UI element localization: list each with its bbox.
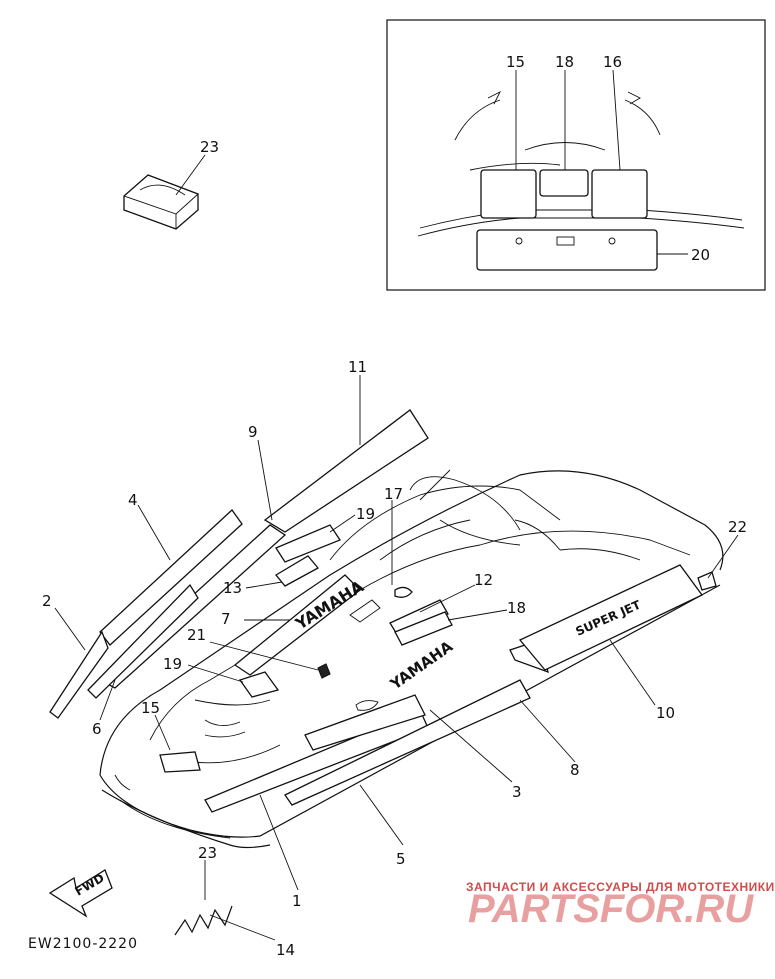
callout-10: 10 — [656, 704, 675, 722]
decal-text-yamaha-hood: YAMAHA — [386, 637, 456, 694]
rear-plate-20 — [476, 229, 658, 271]
callout-8: 8 — [570, 761, 580, 779]
callout-11: 11 — [348, 358, 367, 376]
decal-22 — [697, 571, 717, 591]
inset-frame — [386, 19, 766, 291]
decal-set — [49, 409, 717, 813]
callout-19-upper: 19 — [356, 505, 375, 523]
main-callouts: 11 9 4 2 6 7 13 19 17 12 18 21 19 15 22 … — [42, 358, 747, 959]
callout-1: 1 — [292, 892, 302, 910]
watermark: ЗАПЧАСТИ И АКСЕССУАРЫ ДЛЯ МОТОТЕХНИКИ PA… — [466, 880, 775, 931]
decal-5 — [284, 679, 531, 806]
part-14-small-decal — [174, 905, 233, 936]
decal-11 — [263, 409, 429, 533]
callout-13: 13 — [223, 579, 242, 597]
callout-15-main: 15 — [141, 699, 160, 717]
reference-code: EW2100-2220 — [28, 936, 138, 952]
callout-17: 17 — [384, 485, 403, 503]
callout-18-main: 18 — [507, 599, 526, 617]
decal-21 — [317, 663, 331, 679]
fwd-arrow-icon — [48, 869, 113, 918]
watermark-logo: PARTSFOR.RU — [468, 887, 754, 931]
callout-14: 14 — [276, 941, 295, 959]
decal-17 — [394, 586, 413, 598]
decal-2 — [49, 630, 109, 719]
fwd-arrow: FWD — [48, 869, 113, 918]
callout-16: 16 — [603, 53, 622, 71]
rear-decal-15 — [480, 169, 537, 219]
callout-6: 6 — [92, 720, 102, 738]
callout-16-bottom: 23 — [198, 844, 217, 862]
callout-12: 12 — [474, 571, 493, 589]
callout-7: 7 — [221, 610, 231, 628]
inset-rear-view: 15 18 16 20 — [386, 19, 766, 291]
callout-15-inset: 15 — [506, 53, 525, 71]
callout-19-lower: 19 — [163, 655, 182, 673]
leader-lines — [54, 375, 739, 941]
callout-23: 23 — [200, 138, 219, 156]
decal-text-yamaha-side: YAMAHA — [291, 576, 367, 634]
callout-4: 4 — [128, 491, 138, 509]
decal-7 — [233, 574, 361, 676]
callout-20: 20 — [691, 246, 710, 264]
decal-19-lower — [238, 671, 280, 698]
callout-9: 9 — [248, 423, 258, 441]
decal-19-upper — [275, 524, 341, 563]
callout-3: 3 — [512, 783, 522, 801]
watermark-tagline: ЗАПЧАСТИ И АКСЕССУАРЫ ДЛЯ МОТОТЕХНИКИ — [466, 880, 775, 894]
callout-2: 2 — [42, 592, 52, 610]
decal-13 — [275, 555, 320, 587]
decal-15-front — [159, 751, 201, 773]
decal-4 — [99, 509, 243, 646]
decal-3 — [304, 694, 426, 751]
rear-decal-16 — [591, 169, 648, 219]
watercraft-hull — [99, 469, 724, 849]
callout-5: 5 — [396, 850, 406, 868]
part-23-pad: 23 — [123, 138, 219, 230]
decal-10 — [518, 564, 703, 671]
decal-18-main — [394, 611, 453, 646]
callout-18-inset: 18 — [555, 53, 574, 71]
callout-21: 21 — [187, 626, 206, 644]
decal-1 — [204, 709, 429, 813]
callout-22: 22 — [728, 518, 747, 536]
decal-6 — [87, 583, 199, 699]
rear-decal-18 — [539, 169, 589, 197]
